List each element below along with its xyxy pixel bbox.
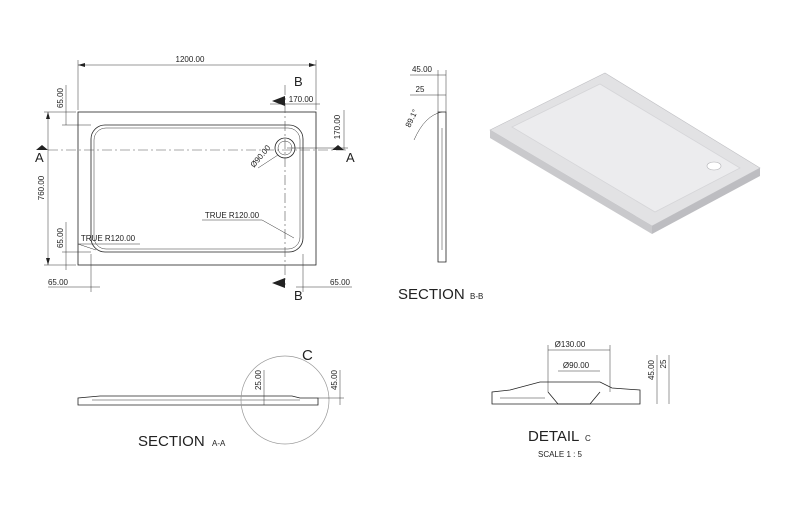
section-aa-dim-inner: 25.00 — [254, 369, 263, 390]
section-b-arrow-top — [272, 96, 285, 106]
detail-c-profile — [491, 381, 641, 405]
tray-right-face — [652, 168, 760, 234]
detail-c-dia-inner: Ø90.00 — [563, 361, 590, 370]
waste-diameter: Ø90.00 — [249, 143, 273, 169]
section-bb-dim-inner: 25 — [416, 85, 425, 94]
radius-right-leader — [261, 219, 295, 239]
section-bb-angle-arc — [413, 111, 443, 141]
width-arrow-right — [309, 63, 316, 67]
tray-outline — [77, 111, 317, 266]
tray-waste-hole — [706, 161, 722, 171]
section-bb-dim-top: 45.00 — [412, 65, 433, 74]
detail-c-suffix: C — [585, 434, 591, 443]
section-b-arrow-bottom — [272, 278, 285, 288]
section-aa-dim-outer: 45.00 — [330, 369, 339, 390]
section-aa-view: C 25.00 45.00 SECTION A-A — [77, 347, 344, 450]
section-bb-profile — [437, 111, 447, 263]
plan-view: 1200.00 760.00 65.00 65.00 65.00 65.00 1… — [35, 55, 355, 303]
section-aa-suffix: A-A — [212, 439, 226, 448]
detail-c-waste — [547, 391, 601, 405]
section-b-bottom-label: B — [294, 288, 303, 303]
bottom-left-margin: 65.00 — [48, 278, 69, 287]
section-b-top-label: B — [294, 74, 303, 89]
section-a-arrow-left — [36, 145, 48, 150]
section-bb-title: SECTION — [398, 286, 465, 303]
detail-c-dia-outer: Ø130.00 — [555, 340, 586, 349]
section-a-right-label: A — [346, 150, 355, 165]
section-aa-profile — [77, 395, 319, 406]
tray-3d-render — [489, 72, 761, 234]
waste-offset-x: 170.00 — [289, 95, 314, 104]
section-bb-angle: 89.1° — [404, 108, 420, 129]
detail-c-title: DETAIL — [528, 428, 579, 445]
width-arrow-left — [78, 63, 85, 67]
basin-inner-outline — [93, 127, 301, 250]
waste-offset-y: 170.00 — [333, 114, 342, 139]
radius-left: TRUE R120.00 — [81, 234, 136, 243]
left-bottom-margin: 65.00 — [56, 227, 65, 248]
section-a-arrow-right — [332, 145, 344, 150]
section-bb-view: 45.00 25 89.1° SECTION B-B — [398, 65, 483, 303]
section-a-left-label: A — [35, 150, 44, 165]
radius-right: TRUE R120.00 — [205, 211, 260, 220]
height-dim: 760.00 — [37, 175, 46, 200]
detail-c-marker: C — [302, 347, 313, 364]
left-top-margin: 65.00 — [56, 87, 65, 108]
detail-c-view: Ø130.00 Ø90.00 45.00 25 DETAIL C SCALE 1… — [491, 340, 670, 459]
height-arrow-top — [46, 112, 50, 119]
section-aa-title: SECTION — [138, 433, 205, 450]
waste-dia-leader — [257, 154, 279, 169]
width-dim: 1200.00 — [176, 55, 205, 64]
height-arrow-bottom — [46, 258, 50, 265]
bottom-right-margin: 65.00 — [330, 278, 351, 287]
detail-c-dim-inner: 25 — [659, 359, 668, 368]
radius-left-leader — [77, 243, 97, 251]
detail-c-dim-outer: 45.00 — [647, 359, 656, 380]
basin-outline — [90, 124, 304, 253]
section-bb-suffix: B-B — [470, 292, 483, 301]
detail-c-scale: SCALE 1 : 5 — [538, 450, 583, 459]
tray-basin — [511, 83, 741, 213]
detail-c-circle — [240, 355, 330, 445]
tray-front-face — [490, 130, 652, 234]
